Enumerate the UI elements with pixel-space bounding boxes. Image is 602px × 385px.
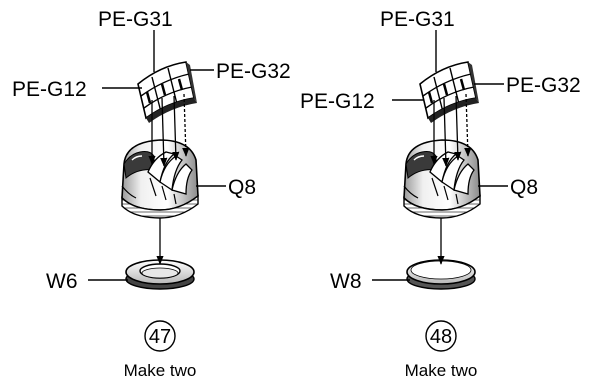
label-right: PE-G32	[216, 60, 291, 83]
insert-arrow	[442, 97, 450, 167]
label-body: Q8	[510, 176, 538, 199]
label-top: PE-G31	[380, 8, 455, 31]
insert-arrow	[464, 93, 472, 157]
label-left: PE-G12	[12, 78, 87, 101]
washer-w8	[406, 259, 476, 290]
insert-arrow	[182, 93, 190, 157]
tile-block-left	[136, 60, 199, 125]
label-body: Q8	[228, 176, 256, 199]
washer-w6	[125, 259, 195, 290]
step-circle	[425, 320, 457, 352]
label-base: W6	[46, 270, 78, 293]
note-text: Make two	[124, 361, 197, 380]
insert-arrow	[160, 97, 168, 167]
body-q8-right	[403, 139, 481, 219]
assembly-47: PE-G31 PE-G12 PE-G32 Q8 W6 47 Make two	[12, 8, 291, 380]
step-number: 47	[149, 326, 171, 348]
label-right: PE-G32	[506, 74, 581, 97]
note-text: Make two	[405, 361, 478, 380]
assembly-48: PE-G31 PE-G12 PE-G32 Q8 W8 48 Make two	[300, 8, 581, 380]
step-circle	[144, 320, 176, 352]
insert-arrow	[454, 95, 462, 161]
label-base: W8	[330, 270, 362, 293]
insert-arrow	[172, 95, 180, 161]
label-top: PE-G31	[98, 8, 173, 31]
tile-block-right	[418, 60, 481, 125]
body-q8-left	[121, 139, 199, 219]
step-number: 48	[430, 326, 452, 348]
label-left: PE-G12	[300, 90, 375, 113]
